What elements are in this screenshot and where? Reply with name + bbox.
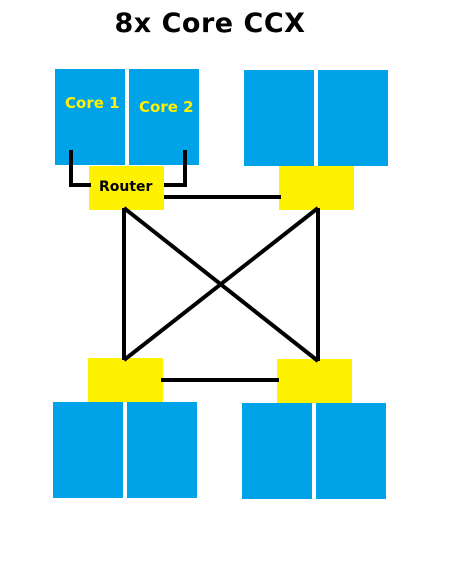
core-block-3 — [244, 70, 314, 166]
core-1-label: Core 1 — [65, 94, 120, 112]
link-diagonal-up — [122, 206, 320, 362]
core-2-router-link — [164, 150, 187, 187]
core-2-label: Core 2 — [139, 98, 194, 116]
router-label: Router — [99, 179, 153, 195]
core-1-router-link — [69, 150, 91, 187]
core-block-5 — [53, 402, 123, 498]
router-bottom-left — [88, 358, 163, 402]
core-block-7 — [242, 403, 312, 499]
router-top-right — [279, 166, 354, 210]
diagram-title: 8x Core CCX — [114, 8, 306, 39]
core-block-8 — [316, 403, 386, 499]
core-block-1 — [55, 69, 125, 165]
core-block-4 — [318, 70, 388, 166]
core-block-2 — [129, 69, 199, 165]
router-bottom-right — [277, 359, 352, 403]
core-block-6 — [127, 402, 197, 498]
router-top-left — [89, 166, 164, 210]
